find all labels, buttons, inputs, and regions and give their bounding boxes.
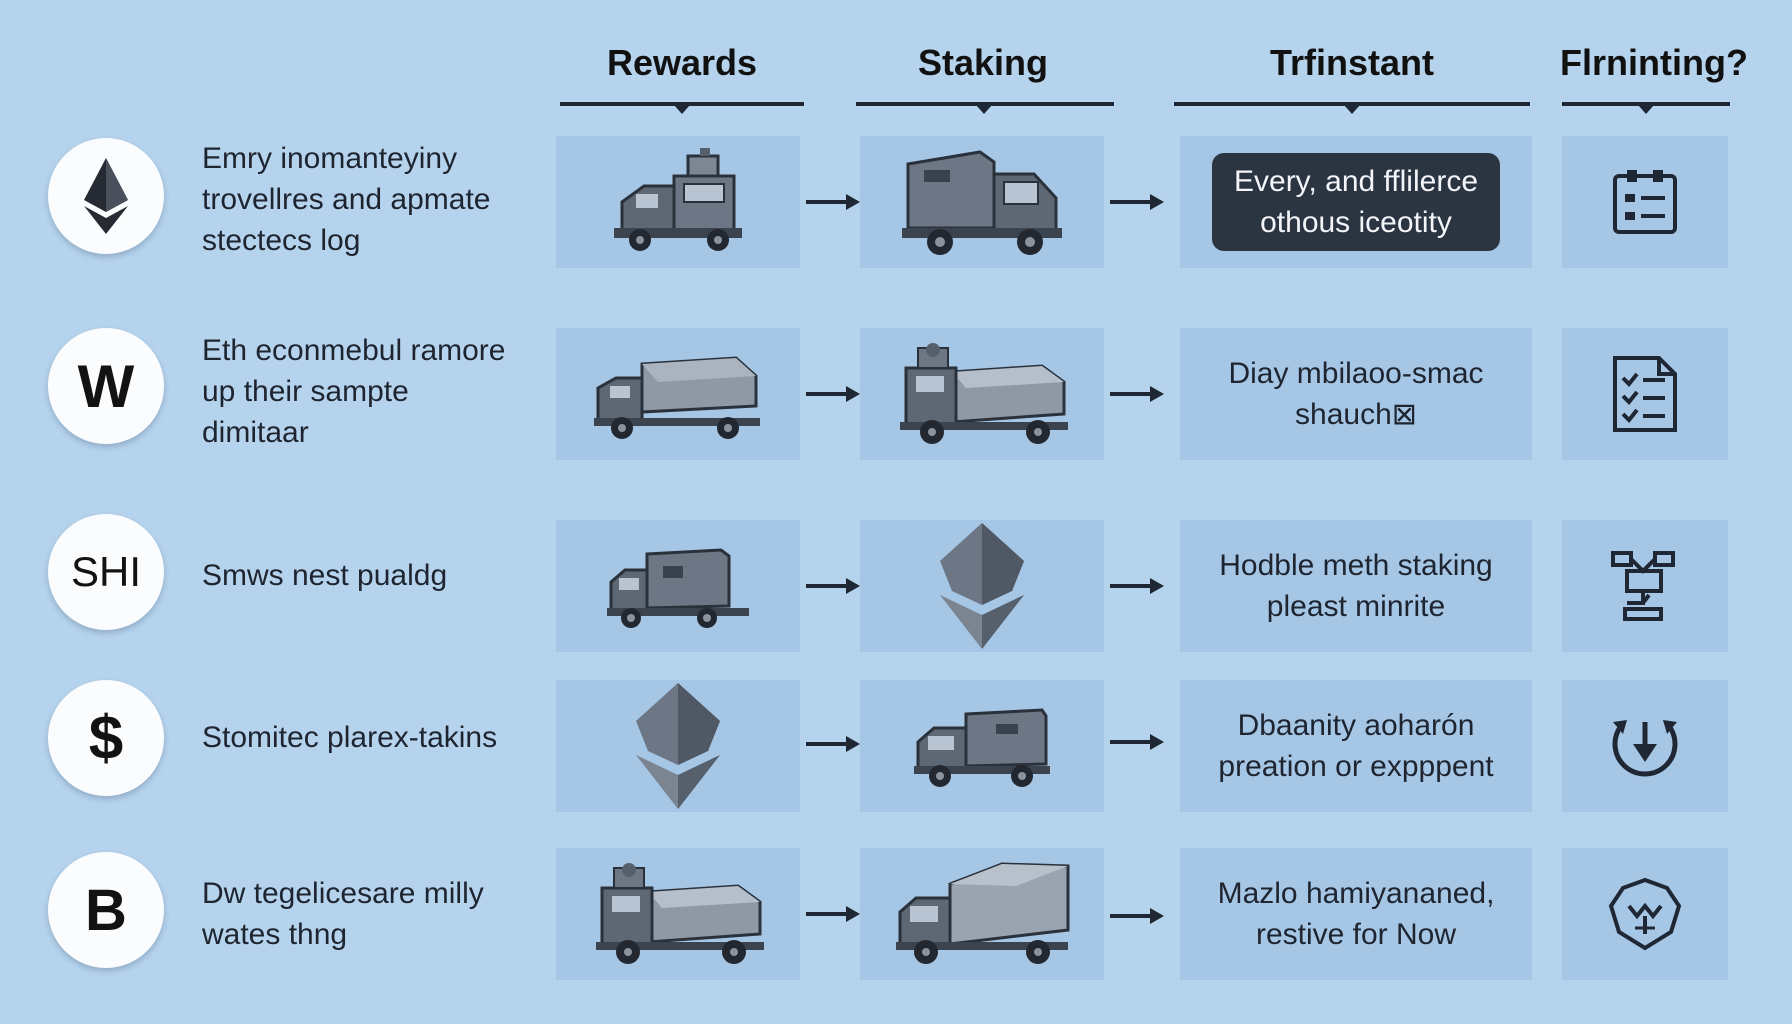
coin-badge: B xyxy=(48,852,164,968)
arrow-right-icon xyxy=(806,736,860,752)
rewards-cell xyxy=(556,328,800,460)
status-cell xyxy=(1562,680,1728,812)
header-rule-transfer xyxy=(1174,102,1530,106)
callout-line: Hodble meth staking xyxy=(1219,549,1493,582)
download-cycle-icon xyxy=(1612,720,1678,777)
header-transfer: Trfinstant xyxy=(1269,42,1434,83)
header-pointer xyxy=(1638,105,1654,114)
description-line: trovellres and apmate xyxy=(202,183,491,216)
truck-icon xyxy=(914,708,1050,787)
header-pointer xyxy=(674,105,690,114)
coin-badge: SHI xyxy=(48,514,164,630)
row-description: Stomitec plarex-takins xyxy=(202,717,532,758)
arrow-right-icon xyxy=(806,386,860,402)
staking-cell xyxy=(860,136,1104,268)
coin-badge: $ xyxy=(48,680,164,796)
arrow-right-icon xyxy=(1110,578,1164,594)
callout-dark: Every, and fflilerce othous iceotity xyxy=(1212,153,1500,251)
description-line: stectecs log xyxy=(202,224,361,257)
document-checklist-icon xyxy=(1613,356,1677,432)
callout-light: Mazlo hamiyananed, restive for Now xyxy=(1218,873,1495,955)
description-line: up their sampte xyxy=(202,375,409,408)
callout-line: restive for Now xyxy=(1255,918,1457,951)
row-description: Emry inomanteyiny trovellres and apmate … xyxy=(202,138,532,261)
coin-badge xyxy=(48,138,164,254)
header-rule-rewards xyxy=(560,102,804,106)
status-cell xyxy=(1562,136,1728,268)
callout-cell: Dbaanity aoharón preation or expppent xyxy=(1180,680,1532,812)
callout-line: Mazlo hamiyananed, xyxy=(1217,877,1495,910)
arrow-right-icon xyxy=(806,906,860,922)
staking-cell xyxy=(860,680,1104,812)
callout-line: shauch⊠ xyxy=(1295,398,1417,431)
callout-line: Dbaanity aoharón xyxy=(1237,709,1475,742)
description-line: wates thng xyxy=(202,918,348,951)
truck-icon xyxy=(614,148,742,251)
arrow-right-icon xyxy=(806,194,860,210)
staking-cell xyxy=(860,520,1104,652)
callout-light: Hodble meth staking pleast minrite xyxy=(1219,545,1493,627)
arrow-right-icon xyxy=(1110,908,1164,924)
callout-cell: Mazlo hamiyananed, restive for Now xyxy=(1180,848,1532,980)
box-truck-icon xyxy=(896,862,1070,964)
checklist-icon xyxy=(1613,170,1677,234)
ethereum-icon xyxy=(636,683,720,809)
truck-icon xyxy=(902,150,1062,255)
shield-badge-icon xyxy=(1608,877,1682,951)
flatbed-truck-icon xyxy=(594,356,760,439)
callout-light: Diay mbilaoo-smac shauch⊠ xyxy=(1228,353,1483,435)
header-pointer xyxy=(1344,105,1360,114)
coin-label: $ xyxy=(88,703,124,773)
staking-cell xyxy=(860,848,1104,980)
arrow-right-icon xyxy=(1110,194,1164,210)
robot-arm-icon xyxy=(1611,551,1675,621)
truck-icon xyxy=(607,548,749,628)
rewards-cell xyxy=(556,848,800,980)
coin-badge: W xyxy=(48,328,164,444)
row-description: Dw tegelicesare milly wates thng xyxy=(202,873,532,955)
header-pointer xyxy=(976,105,992,114)
coin-label: SHI xyxy=(70,548,141,595)
header-rule-staking xyxy=(856,102,1114,106)
loaded-truck-icon xyxy=(596,863,764,964)
callout-line: pleast minrite xyxy=(1266,590,1446,623)
callout-light: Dbaanity aoharón preation or expppent xyxy=(1218,705,1493,787)
description-line: Dw tegelicesare milly xyxy=(202,877,484,910)
callout-line: othous iceotity xyxy=(1260,206,1452,239)
callout-cell: Diay mbilaoo-smac shauch⊠ xyxy=(1180,328,1532,460)
description-line: Eth econmebul ramore xyxy=(202,334,506,367)
callout-cell: Hodble meth staking pleast minrite xyxy=(1180,520,1532,652)
header-staking: Staking xyxy=(917,42,1049,83)
callout-line: Diay mbilaoo-smac xyxy=(1228,357,1484,390)
rewards-cell xyxy=(556,520,800,652)
callout-cell: Every, and fflilerce othous iceotity xyxy=(1180,136,1532,268)
arrow-right-icon xyxy=(1110,386,1164,402)
description-line: Stomitec plarex-takins xyxy=(202,721,498,754)
rewards-cell xyxy=(556,680,800,812)
header-rewards: Rewards xyxy=(606,42,758,83)
status-cell xyxy=(1562,848,1728,980)
status-cell xyxy=(1562,328,1728,460)
coin-label: W xyxy=(77,352,135,420)
header-status: Flrninting? xyxy=(1560,42,1748,83)
coin-label: B xyxy=(85,877,127,943)
arrow-right-icon xyxy=(1110,734,1164,750)
ethereum-icon xyxy=(940,523,1024,649)
arrow-right-icon xyxy=(806,578,860,594)
row-description: Smws nest pualdg xyxy=(202,555,532,596)
row-description: Eth econmebul ramore up their sampte dim… xyxy=(202,330,532,453)
rewards-cell xyxy=(556,136,800,268)
loaded-truck-icon xyxy=(900,343,1068,444)
description-line: Smws nest pualdg xyxy=(202,559,448,592)
description-line: dimitaar xyxy=(202,416,309,449)
callout-line: Every, and fflilerce xyxy=(1234,165,1478,198)
description-line: Emry inomanteyiny xyxy=(202,142,458,175)
callout-line: preation or expppent xyxy=(1218,750,1494,783)
status-cell xyxy=(1562,520,1728,652)
header-rule-status xyxy=(1562,102,1730,106)
ethereum-icon xyxy=(84,158,128,234)
staking-cell xyxy=(860,328,1104,460)
